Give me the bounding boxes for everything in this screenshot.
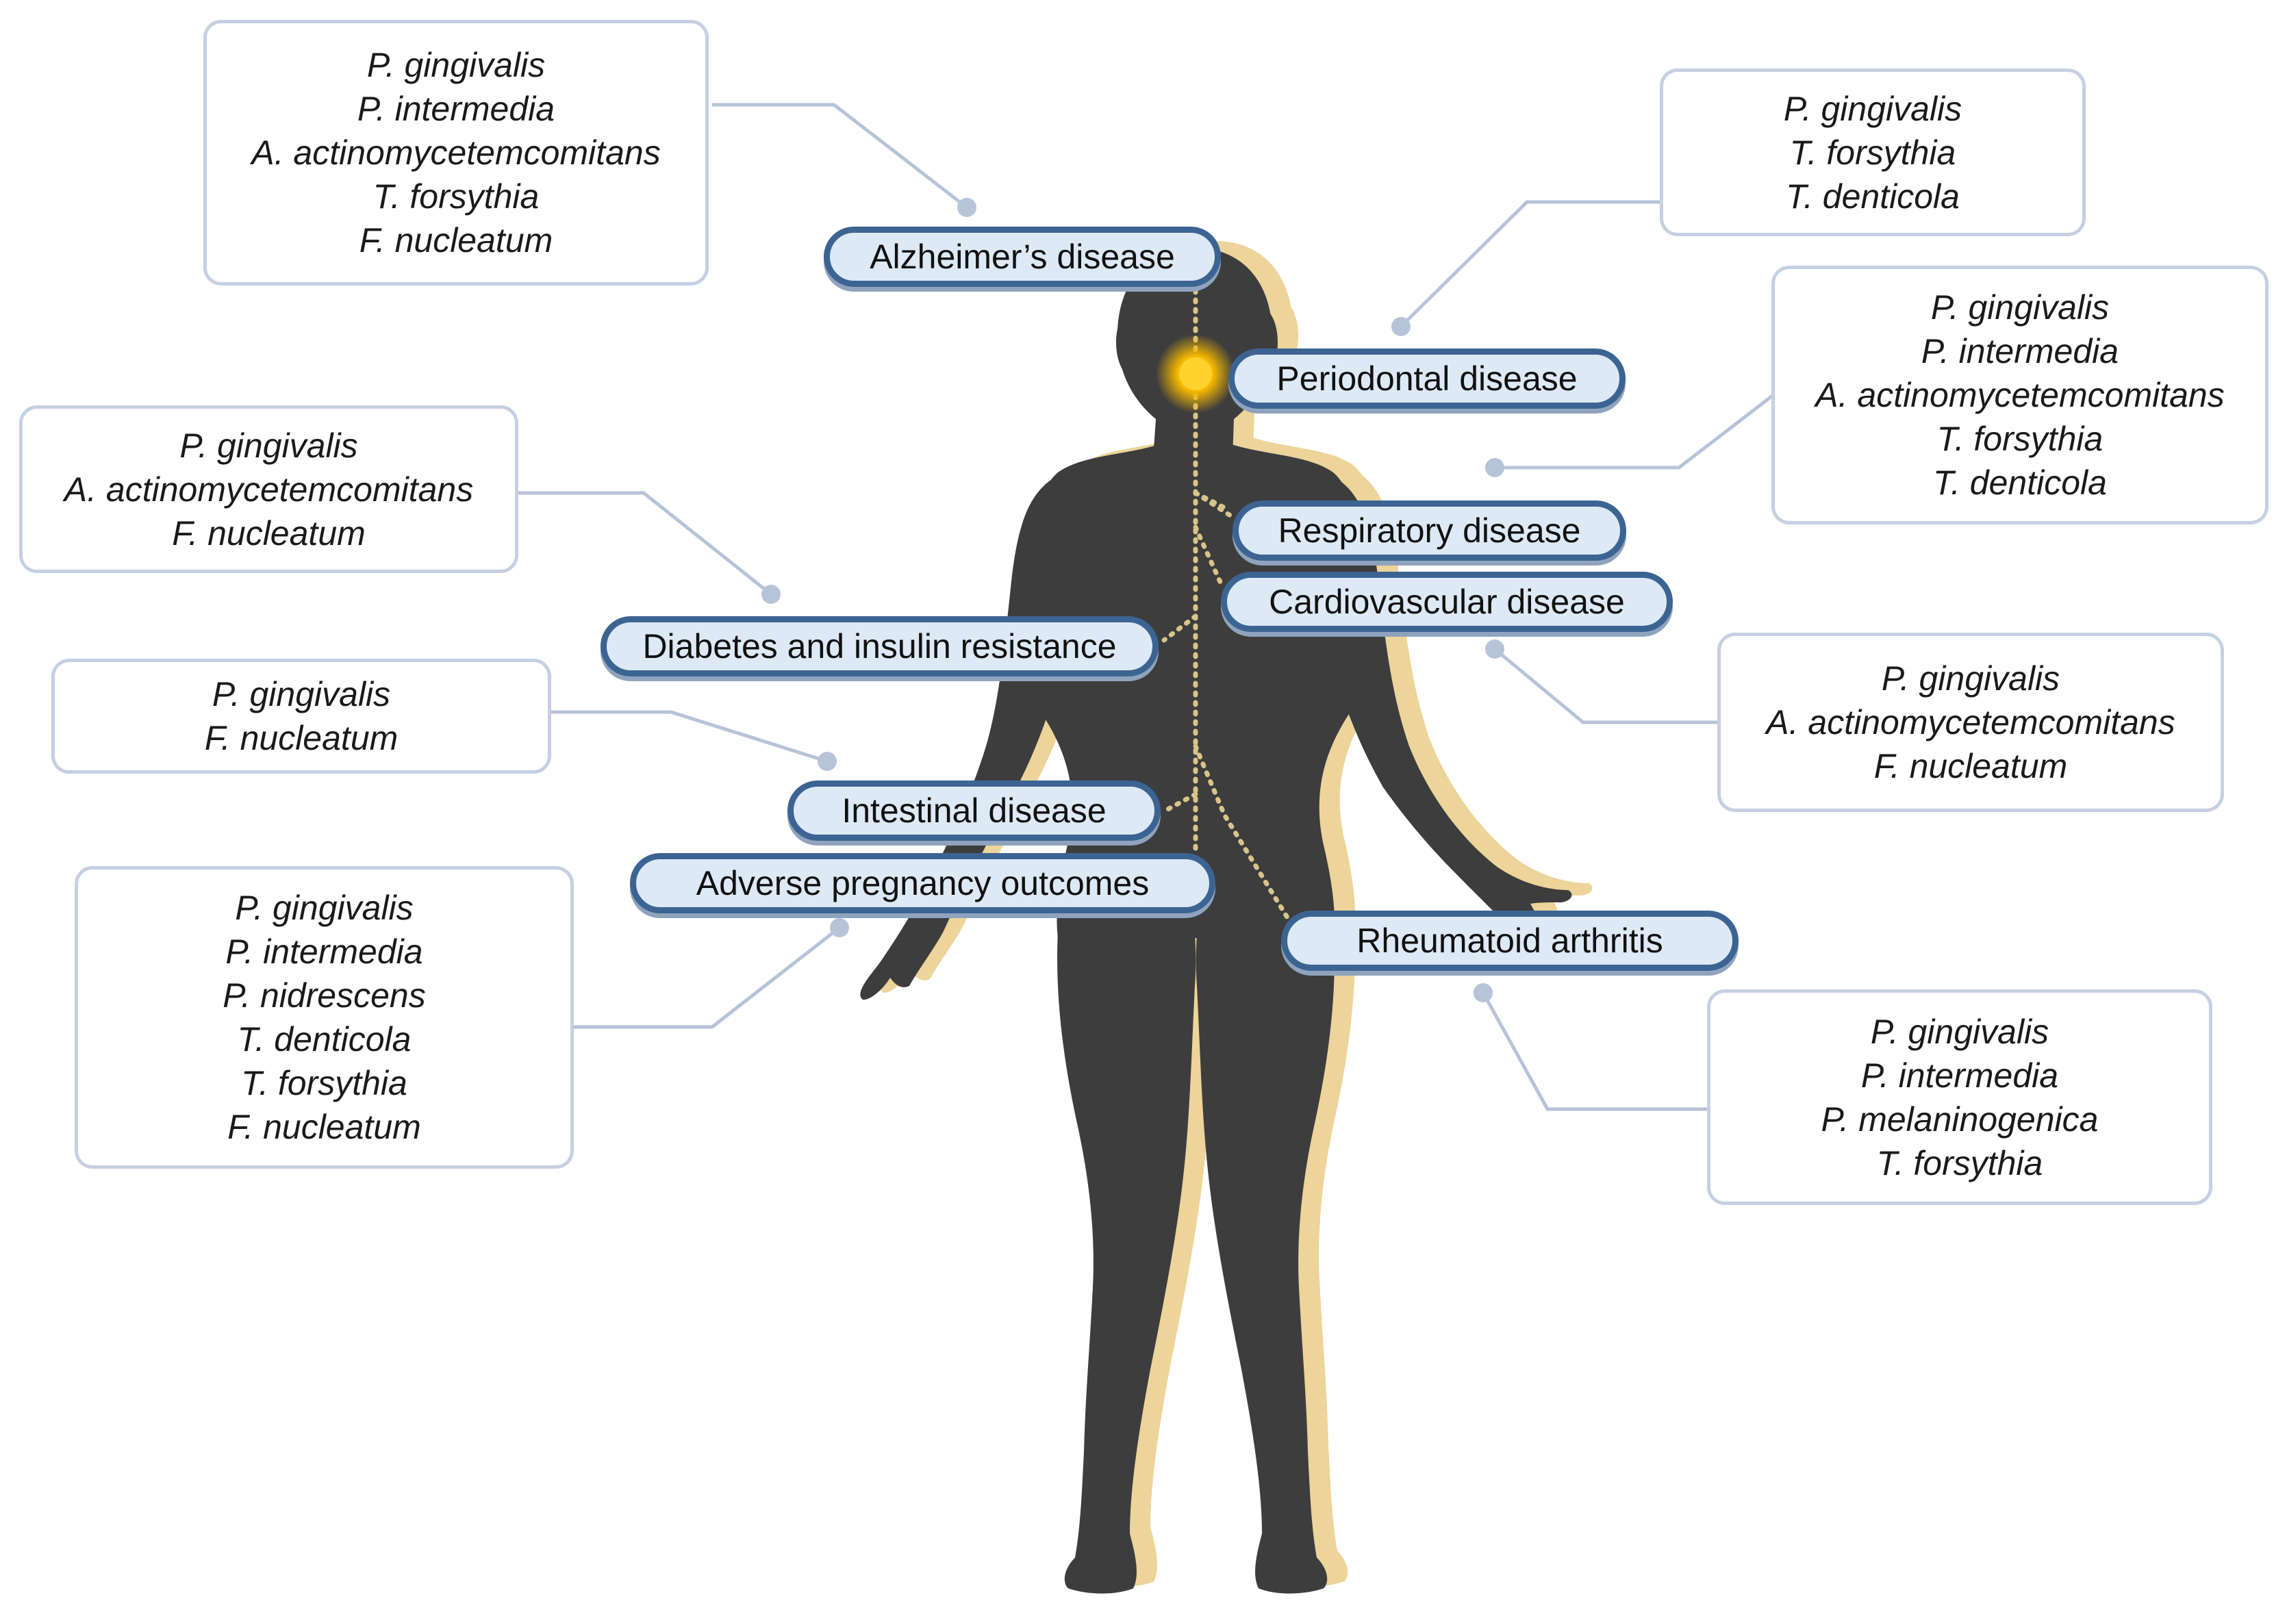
bacteria-box-respiratory: P. gingivalis P. intermedia A. actinomyc… <box>1771 266 2269 524</box>
bacterium: A. actinomycetemcomitans <box>251 134 661 172</box>
bacterium: T. denticola <box>1786 177 1960 216</box>
pill-cardiovascular: Cardiovascular disease <box>1221 572 1673 632</box>
bacterium: P. gingivalis <box>179 426 358 465</box>
bacterium: P. gingivalis <box>1783 89 1962 128</box>
pill-periodontal: Periodontal disease <box>1228 348 1626 409</box>
pill-diabetes: Diabetes and insulin resistance <box>601 616 1159 676</box>
bacteria-box-periodontal: P. gingivalis T. forsythia T. denticola <box>1660 68 2086 236</box>
bacterium: T. forsythia <box>241 1064 407 1102</box>
mouth-dot <box>1179 357 1212 390</box>
bacterium: P. intermedia <box>1921 332 2119 370</box>
bacterium: P. nidrescens <box>223 976 426 1015</box>
bacterium: P. gingivalis <box>212 675 391 713</box>
pill-rheumatoid: Rheumatoid arthritis <box>1281 911 1739 971</box>
bacterium: T. forsythia <box>1789 133 1956 172</box>
bacteria-box-alzheimers: P. gingivalis P. intermedia A. actinomyc… <box>203 20 709 286</box>
pill-pregnancy: Adverse pregnancy outcomes <box>630 853 1215 913</box>
bacterium: F. nucleatum <box>172 513 366 553</box>
bacterium: T. denticola <box>1933 464 2107 502</box>
bacterium: F. nucleatum <box>204 719 399 757</box>
bacterium: P. gingivalis <box>235 889 414 927</box>
bacterium: F. nucleatum <box>227 1108 421 1146</box>
bacterium: A. actinomycetemcomitans <box>1766 703 2175 741</box>
bacterium: T. forsythia <box>1876 1143 2043 1182</box>
bacterium: P. gingivalis <box>1881 659 2060 698</box>
pill-intestinal: Intestinal disease <box>787 781 1161 841</box>
bacterium: P. gingivalis <box>1870 1012 2049 1051</box>
bacterium: P. gingivalis <box>366 46 546 84</box>
bacterium: A. actinomycetemcomitans <box>64 470 474 509</box>
connector-lines <box>515 103 1778 1111</box>
bacterium: P. melaninogenica <box>1821 1100 2099 1139</box>
connector-dots <box>761 198 1504 1002</box>
bacterium: A. actinomycetemcomitans <box>1815 376 2225 414</box>
bacterium: P. intermedia <box>357 90 555 128</box>
bacteria-box-cardiovascular: P. gingivalis A. actinomycetemcomitans F… <box>1717 633 2224 812</box>
pill-respiratory: Respiratory disease <box>1233 500 1626 561</box>
bacterium: P. intermedia <box>1860 1056 2059 1095</box>
bacteria-box-intestinal: P. gingivalis F. nucleatum <box>51 659 551 774</box>
bacterium: T. forsythia <box>1936 420 2103 458</box>
bacteria-box-rheumatoid: P. gingivalis P. intermedia P. melaninog… <box>1707 989 2212 1205</box>
bacteria-box-diabetes: P. gingivalis A. actinomycetemcomitans F… <box>19 405 518 573</box>
bacterium: F. nucleatum <box>1873 747 2068 785</box>
bacterium: P. gingivalis <box>1930 288 2110 327</box>
bacterium: T. forsythia <box>372 177 540 216</box>
pill-alzheimers: Alzheimer’s disease <box>824 227 1221 287</box>
bacteria-box-pregnancy: P. gingivalis P. intermedia P. nidrescen… <box>75 866 574 1169</box>
bacterium: T. denticola <box>237 1020 412 1058</box>
bacterium: P. intermedia <box>225 932 423 971</box>
bacterium: F. nucleatum <box>359 221 553 259</box>
